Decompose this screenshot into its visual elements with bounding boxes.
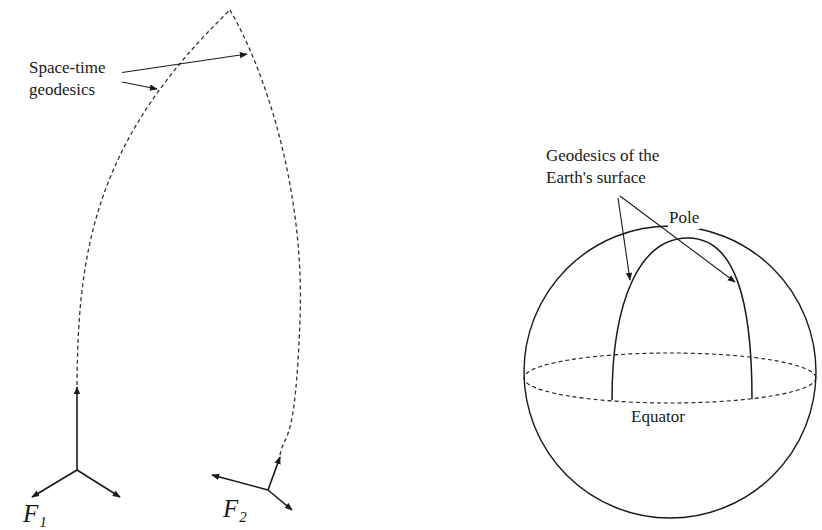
reference-frame [32, 387, 120, 497]
label-text: Pole [668, 207, 700, 229]
label-text: Equator [630, 406, 686, 428]
equator-ellipse [524, 353, 816, 403]
meridian-geodesic [612, 238, 688, 400]
label-text: Space-time geodesics [28, 57, 122, 101]
leader-arrow [620, 196, 735, 282]
leader-arrow [112, 54, 247, 74]
label-text: Geodesics of the Earth's surface [545, 145, 665, 189]
leader-arrow [618, 198, 630, 280]
earth-circle [524, 226, 816, 518]
frame-label: F₂ [222, 495, 248, 523]
geodesic-curve [230, 10, 300, 455]
frame-label: F₁ [22, 500, 48, 528]
meridian-geodesic [688, 238, 752, 399]
